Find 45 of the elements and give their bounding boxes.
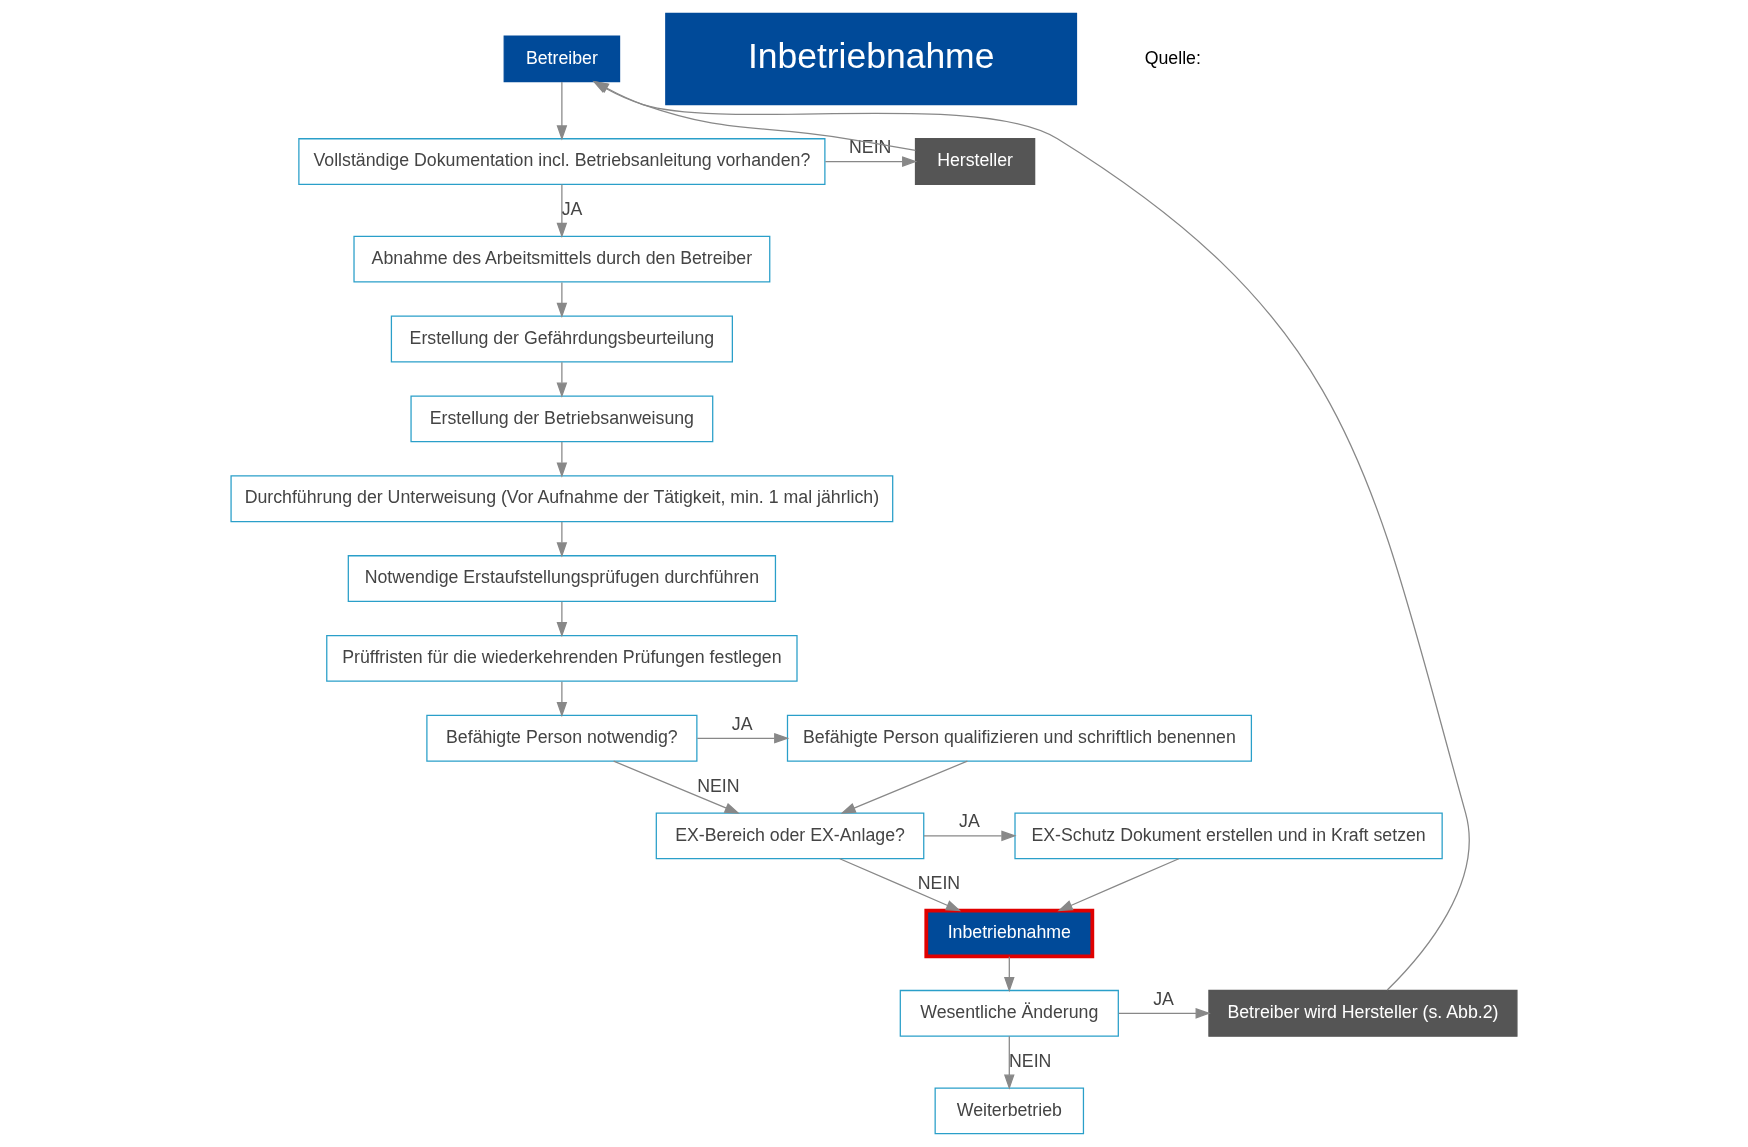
node-box: Befähigte Person notwendig? [426,714,698,762]
arrow [840,760,969,814]
edge-label: NEIN [917,873,961,894]
arrow [1003,1035,1015,1090]
edge-label: JA [959,811,980,832]
label: Quelle: [1144,47,1201,68]
node-box: Notwendige Erstaufstellungsprüfugen durchführen [347,555,777,602]
node-box: Inbetriebnahme [665,12,1078,106]
node-box: Weiterbetrieb [934,1087,1085,1135]
edge-label: JA [731,713,753,734]
arrow [696,732,790,744]
node-box: Vollständige Dokumentation incl. Betriebsanleitung vorhanden? [298,138,826,185]
node-box: Befähigte Person qualifizieren und schriftlich benennen [786,714,1253,762]
arrow [839,858,962,912]
arrow [556,521,568,558]
arrow [556,601,568,638]
arrow [556,281,568,318]
edge-label: JA [1153,988,1174,1009]
edge-label: NEIN [697,775,740,796]
node-box: Wesentliche Änderung [899,989,1119,1037]
arrow [923,830,1017,842]
node-box: Hersteller [914,138,1036,185]
node-box: Erstellung der Betriebsanweisung [410,395,714,443]
arrow [556,441,568,478]
node-box: EX-Schutz Dokument erstellen und in Kraft setzen [1014,812,1443,860]
arrow [1118,1008,1211,1019]
node-box: EX-Bereich oder EX-Anlage? [655,812,925,860]
edge-label: NEIN [849,136,892,157]
node-box: Durchführung der Unterweisung (Vor Aufnahme der Tätigkeit, min. 1 mal jährlich) [230,475,894,523]
node-box: Abnahme des Arbeitsmittels durch den Betreiber [353,235,771,283]
edge-label: NEIN [1009,1050,1052,1071]
arrow [824,156,918,167]
node-box: Betreiber wird Hersteller (s. Abb.2) [1208,989,1518,1037]
node-box: Betreiber [503,35,621,83]
arrow [613,760,740,814]
arrow [556,183,568,238]
node-box: Inbetriebnahme [924,908,1095,959]
arrow [1003,956,1015,993]
arrow [1057,858,1180,912]
arrow [556,361,568,398]
edge-label: JA [561,199,583,220]
node-box: Erstellung der Gefährdungsbeurteilung [390,315,733,363]
node-box: Prüffristen für die wiederkehrenden Prüfungen festlegen [326,634,798,682]
arrow [556,81,568,141]
arrow [556,681,568,718]
